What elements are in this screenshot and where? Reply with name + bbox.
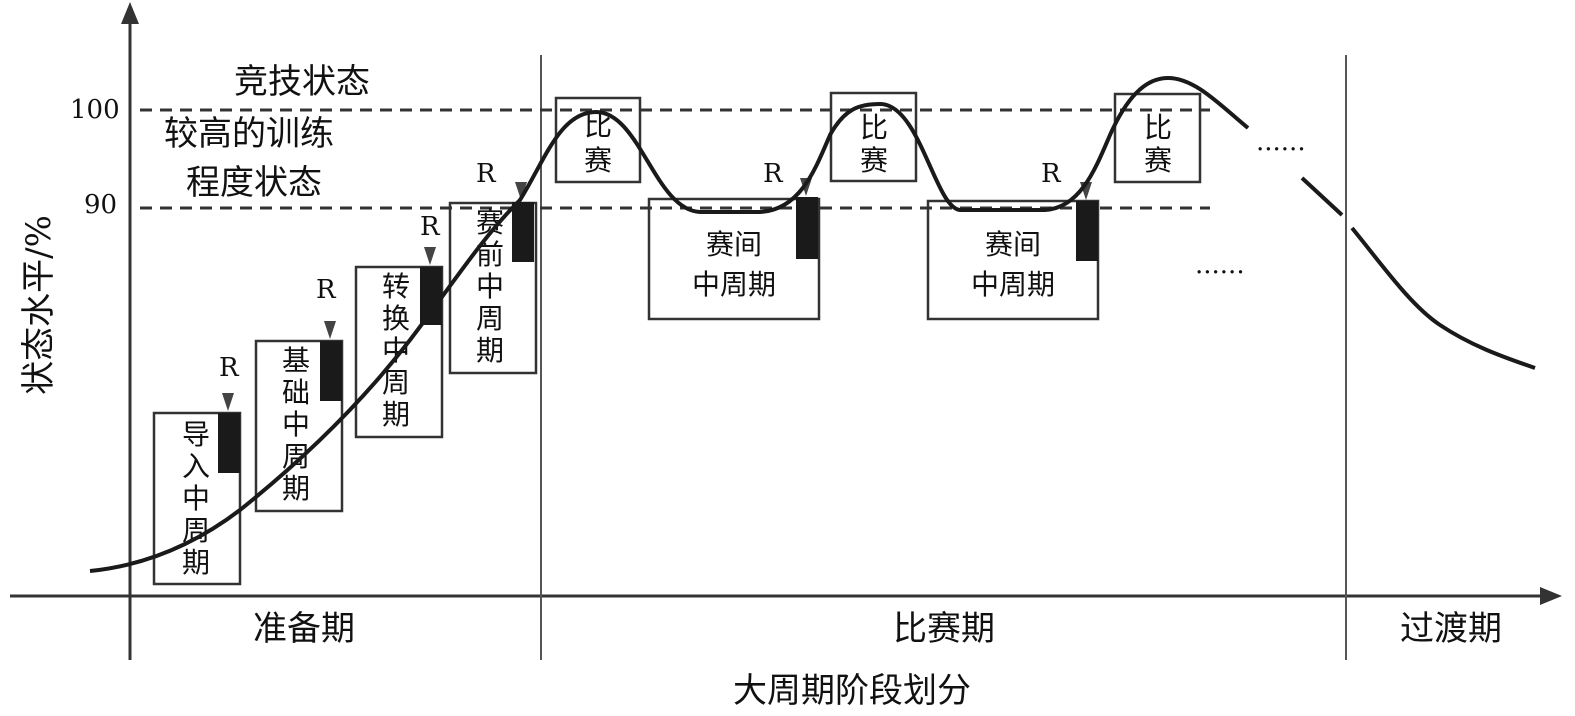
x-axis-label: 大周期阶段划分 bbox=[733, 671, 971, 711]
precomp-r-arrow-icon bbox=[515, 182, 527, 200]
phase-prep-label: 准备期 bbox=[253, 609, 355, 649]
competition-2-char-2: 赛 bbox=[860, 144, 888, 177]
convert-r-mark: R bbox=[420, 212, 441, 242]
convert-char-3: 中 bbox=[382, 334, 410, 367]
basic-r-mark: R bbox=[316, 275, 337, 305]
precomp-recovery-bar bbox=[512, 202, 534, 262]
competition-3: 比 赛 bbox=[1113, 92, 1202, 184]
basic-char-1: 基 bbox=[282, 344, 310, 377]
basic-char-5: 期 bbox=[282, 472, 310, 505]
inter-1-box bbox=[647, 197, 821, 321]
intro-char-5: 期 bbox=[182, 546, 210, 579]
precomp-char-3: 中 bbox=[476, 270, 504, 303]
y-axis-arrow-icon bbox=[121, 2, 139, 24]
convert-box bbox=[354, 265, 444, 439]
x-axis-arrow-icon bbox=[1540, 587, 1562, 605]
y-tick-90: 90 bbox=[84, 190, 117, 220]
competitive-state-label: 竞技状态 bbox=[234, 62, 370, 102]
basic-mesocycle: 基 础 中 周 期 R bbox=[254, 275, 344, 513]
competition-3-box bbox=[1113, 92, 1202, 184]
convert-r-arrow-icon bbox=[424, 247, 436, 265]
high-training-label-line1: 较高的训练 bbox=[164, 114, 334, 154]
intro-r-arrow-icon bbox=[222, 393, 234, 411]
inter-mesocycle-1: 赛间 中周期 R bbox=[647, 159, 821, 321]
basic-char-3: 中 bbox=[282, 408, 310, 441]
precomp-mesocycle: 赛 前 中 周 期 R bbox=[448, 159, 538, 375]
inter-mesocycle-2: 赛间 中周期 R bbox=[926, 159, 1100, 321]
inter-1-r-mark: R bbox=[763, 159, 784, 189]
precomp-char-5: 期 bbox=[476, 334, 504, 367]
intro-mesocycle: 导 入 中 周 期 R bbox=[152, 353, 242, 586]
intro-char-3: 中 bbox=[182, 482, 210, 515]
inter-1-line2: 中周期 bbox=[692, 268, 776, 301]
state-curve-transition bbox=[1300, 176, 1344, 217]
competition-2-char-1: 比 bbox=[860, 111, 888, 144]
axes bbox=[10, 2, 1562, 660]
precomp-char-4: 周 bbox=[476, 302, 504, 335]
competition-3-char-1: 比 bbox=[1144, 111, 1172, 144]
intro-box bbox=[152, 411, 242, 586]
high-training-label-line2: 程度状态 bbox=[186, 163, 322, 203]
inter-2-line2: 中周期 bbox=[971, 268, 1055, 301]
phase-competition-label: 比赛期 bbox=[893, 609, 995, 649]
ellipsis-upper: ...... bbox=[1256, 127, 1306, 157]
basic-char-2: 础 bbox=[282, 376, 310, 409]
competition-1-char-2: 赛 bbox=[584, 144, 612, 177]
y-axis-label: 状态水平/% bbox=[19, 215, 59, 395]
basic-recovery-bar bbox=[320, 341, 342, 401]
precomp-r-mark: R bbox=[476, 159, 497, 189]
inter-1-recovery-bar bbox=[796, 197, 818, 259]
convert-char-5: 期 bbox=[382, 398, 410, 431]
basic-box bbox=[254, 339, 344, 513]
intro-char-1: 导 bbox=[182, 418, 210, 451]
intro-char-2: 入 bbox=[182, 450, 210, 483]
inter-2-recovery-bar bbox=[1076, 201, 1098, 261]
convert-char-1: 转 bbox=[382, 270, 410, 303]
intro-recovery-bar bbox=[218, 413, 240, 473]
basic-char-4: 周 bbox=[282, 440, 310, 473]
convert-mesocycle: 转 换 中 周 期 R bbox=[354, 212, 444, 439]
ellipsis-lower: ...... bbox=[1195, 250, 1245, 280]
basic-r-arrow-icon bbox=[324, 321, 336, 339]
intro-r-mark: R bbox=[219, 353, 240, 383]
convert-char-2: 换 bbox=[382, 302, 410, 335]
phase-transition-label: 过渡期 bbox=[1400, 609, 1502, 649]
y-tick-100: 100 bbox=[70, 95, 120, 125]
inter-1-line1: 赛间 bbox=[706, 228, 762, 261]
competition-3-char-2: 赛 bbox=[1144, 144, 1172, 177]
state-curve-decline bbox=[1350, 226, 1536, 370]
state-curve bbox=[89, 75, 1250, 573]
convert-recovery-bar bbox=[420, 267, 442, 325]
inter-2-r-mark: R bbox=[1041, 159, 1062, 189]
inter-2-line1: 赛间 bbox=[985, 228, 1041, 261]
